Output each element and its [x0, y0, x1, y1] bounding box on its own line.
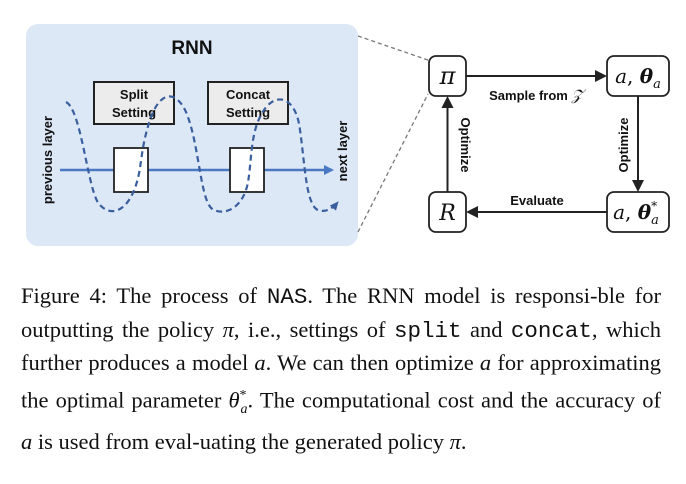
caption-theta-sup: * — [239, 387, 247, 403]
caption-theta-sub: a — [240, 401, 248, 417]
optimize-label-right: Optimize — [616, 118, 631, 173]
caption-text-4: , which further produces a model — [21, 316, 661, 376]
concat-setting-label-1: Concat — [226, 87, 271, 102]
concat-setting-box — [207, 81, 289, 125]
zoom-line-top — [357, 35, 429, 61]
caption-a-3: a — [21, 429, 33, 454]
figure-caption: Figure 4: The process of NAS. The RNN mo… — [21, 280, 661, 459]
caption-concat: concat — [510, 317, 592, 344]
evaluate-label: Evaluate — [510, 193, 563, 208]
caption-a-2: a — [479, 350, 492, 375]
rnn-cell-2 — [229, 147, 265, 193]
rnn-dashed-wave — [65, 95, 339, 213]
rnn-panel — [26, 24, 358, 246]
caption-prefix: Figure 4: The process of — [21, 283, 267, 308]
policy-node-label: π — [439, 62, 457, 90]
caption-text-9: . — [460, 429, 467, 454]
split-setting-box — [93, 81, 175, 125]
zoom-line-bottom — [357, 93, 429, 233]
caption-text-5: . We can then optimize — [265, 350, 480, 375]
caption-a-1: a — [254, 350, 266, 375]
rnn-title: RNN — [171, 38, 212, 59]
caption-pi-2: π — [449, 429, 461, 454]
caption-text-7: . The computational cost and the accurac… — [247, 387, 661, 412]
caption-text-6: for approximating the optimal parameter — [21, 350, 661, 412]
caption-text-3: and — [461, 316, 511, 342]
sample-edge-label: Sample from 𝒵 — [489, 86, 586, 104]
previous-layer-label: previous layer — [40, 116, 55, 204]
caption-nas: NAS — [266, 284, 308, 310]
caption-text-8: is used from eval-uating the generated p… — [32, 429, 450, 454]
caption-pi-1: π — [222, 316, 234, 342]
caption-split: split — [393, 317, 462, 344]
split-setting-label-1: Split — [120, 87, 149, 102]
optimal-params-label: a, θ*a — [613, 199, 659, 228]
caption-theta: θ — [228, 387, 240, 412]
next-layer-label: next layer — [335, 121, 350, 182]
caption-text-1: . The RNN model is responsi-ble for outp… — [21, 283, 661, 342]
caption-text-2: , i.e., settings of — [233, 316, 394, 342]
split-setting-label-2: Setting — [112, 105, 156, 120]
optimize-label-left: Optimize — [458, 118, 473, 173]
nas-process-diagram: RNN Split Setting Concat Setting previou… — [26, 24, 670, 246]
reward-node-label: R — [438, 201, 456, 226]
